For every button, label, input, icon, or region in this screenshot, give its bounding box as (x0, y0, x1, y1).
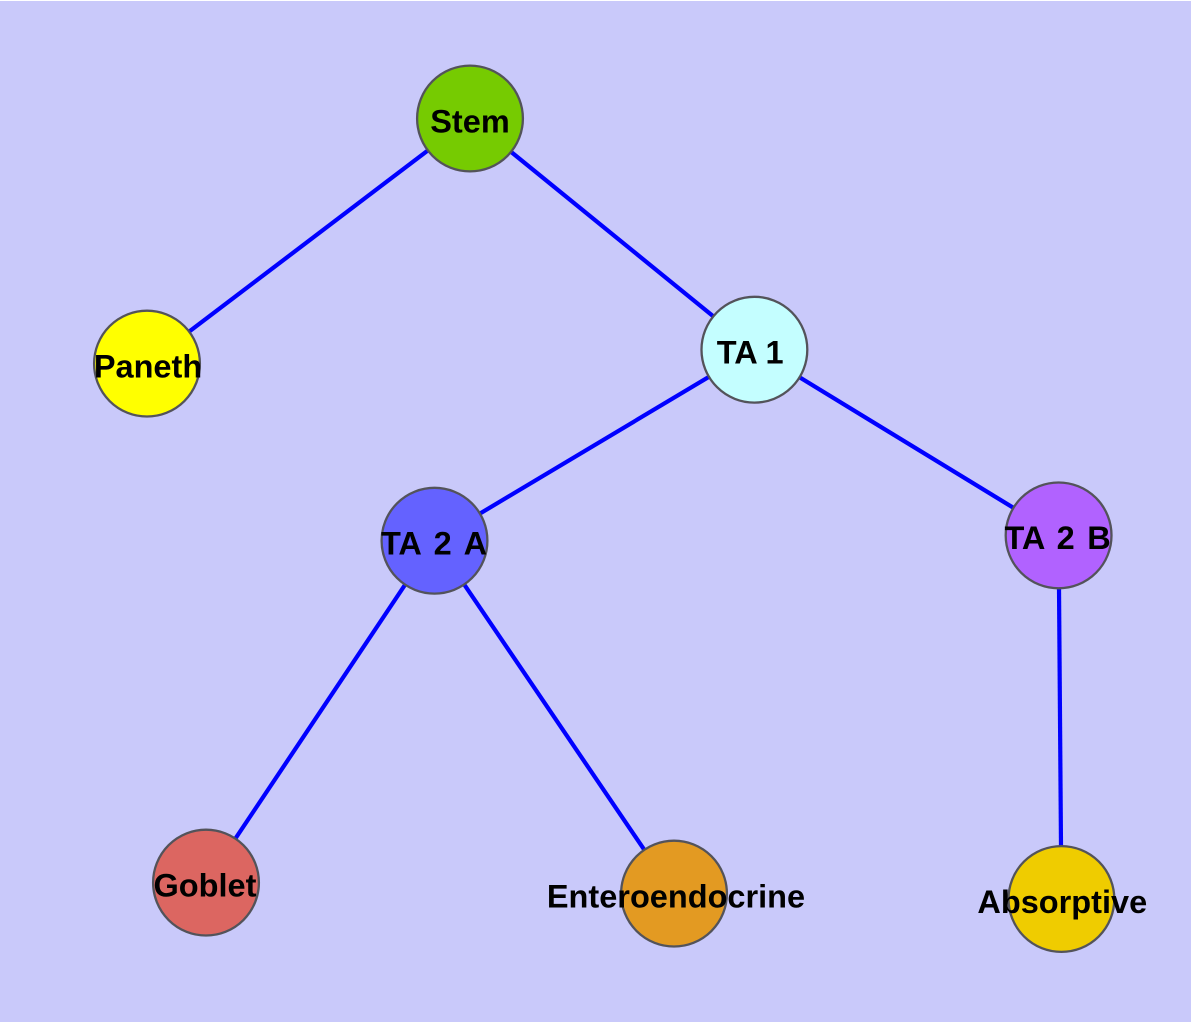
svg-text:TA 2 A: TA 2 A (381, 526, 487, 562)
svg-text:TA 2 B: TA 2 B (1004, 520, 1110, 556)
svg-text:Paneth: Paneth (94, 348, 202, 384)
svg-text:Enteroendocrine: Enteroendocrine (547, 878, 805, 914)
svg-text:TA 1: TA 1 (717, 335, 784, 371)
svg-text:Goblet: Goblet (154, 867, 257, 903)
svg-text:Stem: Stem (430, 103, 509, 139)
svg-text:Absorptive: Absorptive (977, 884, 1147, 920)
